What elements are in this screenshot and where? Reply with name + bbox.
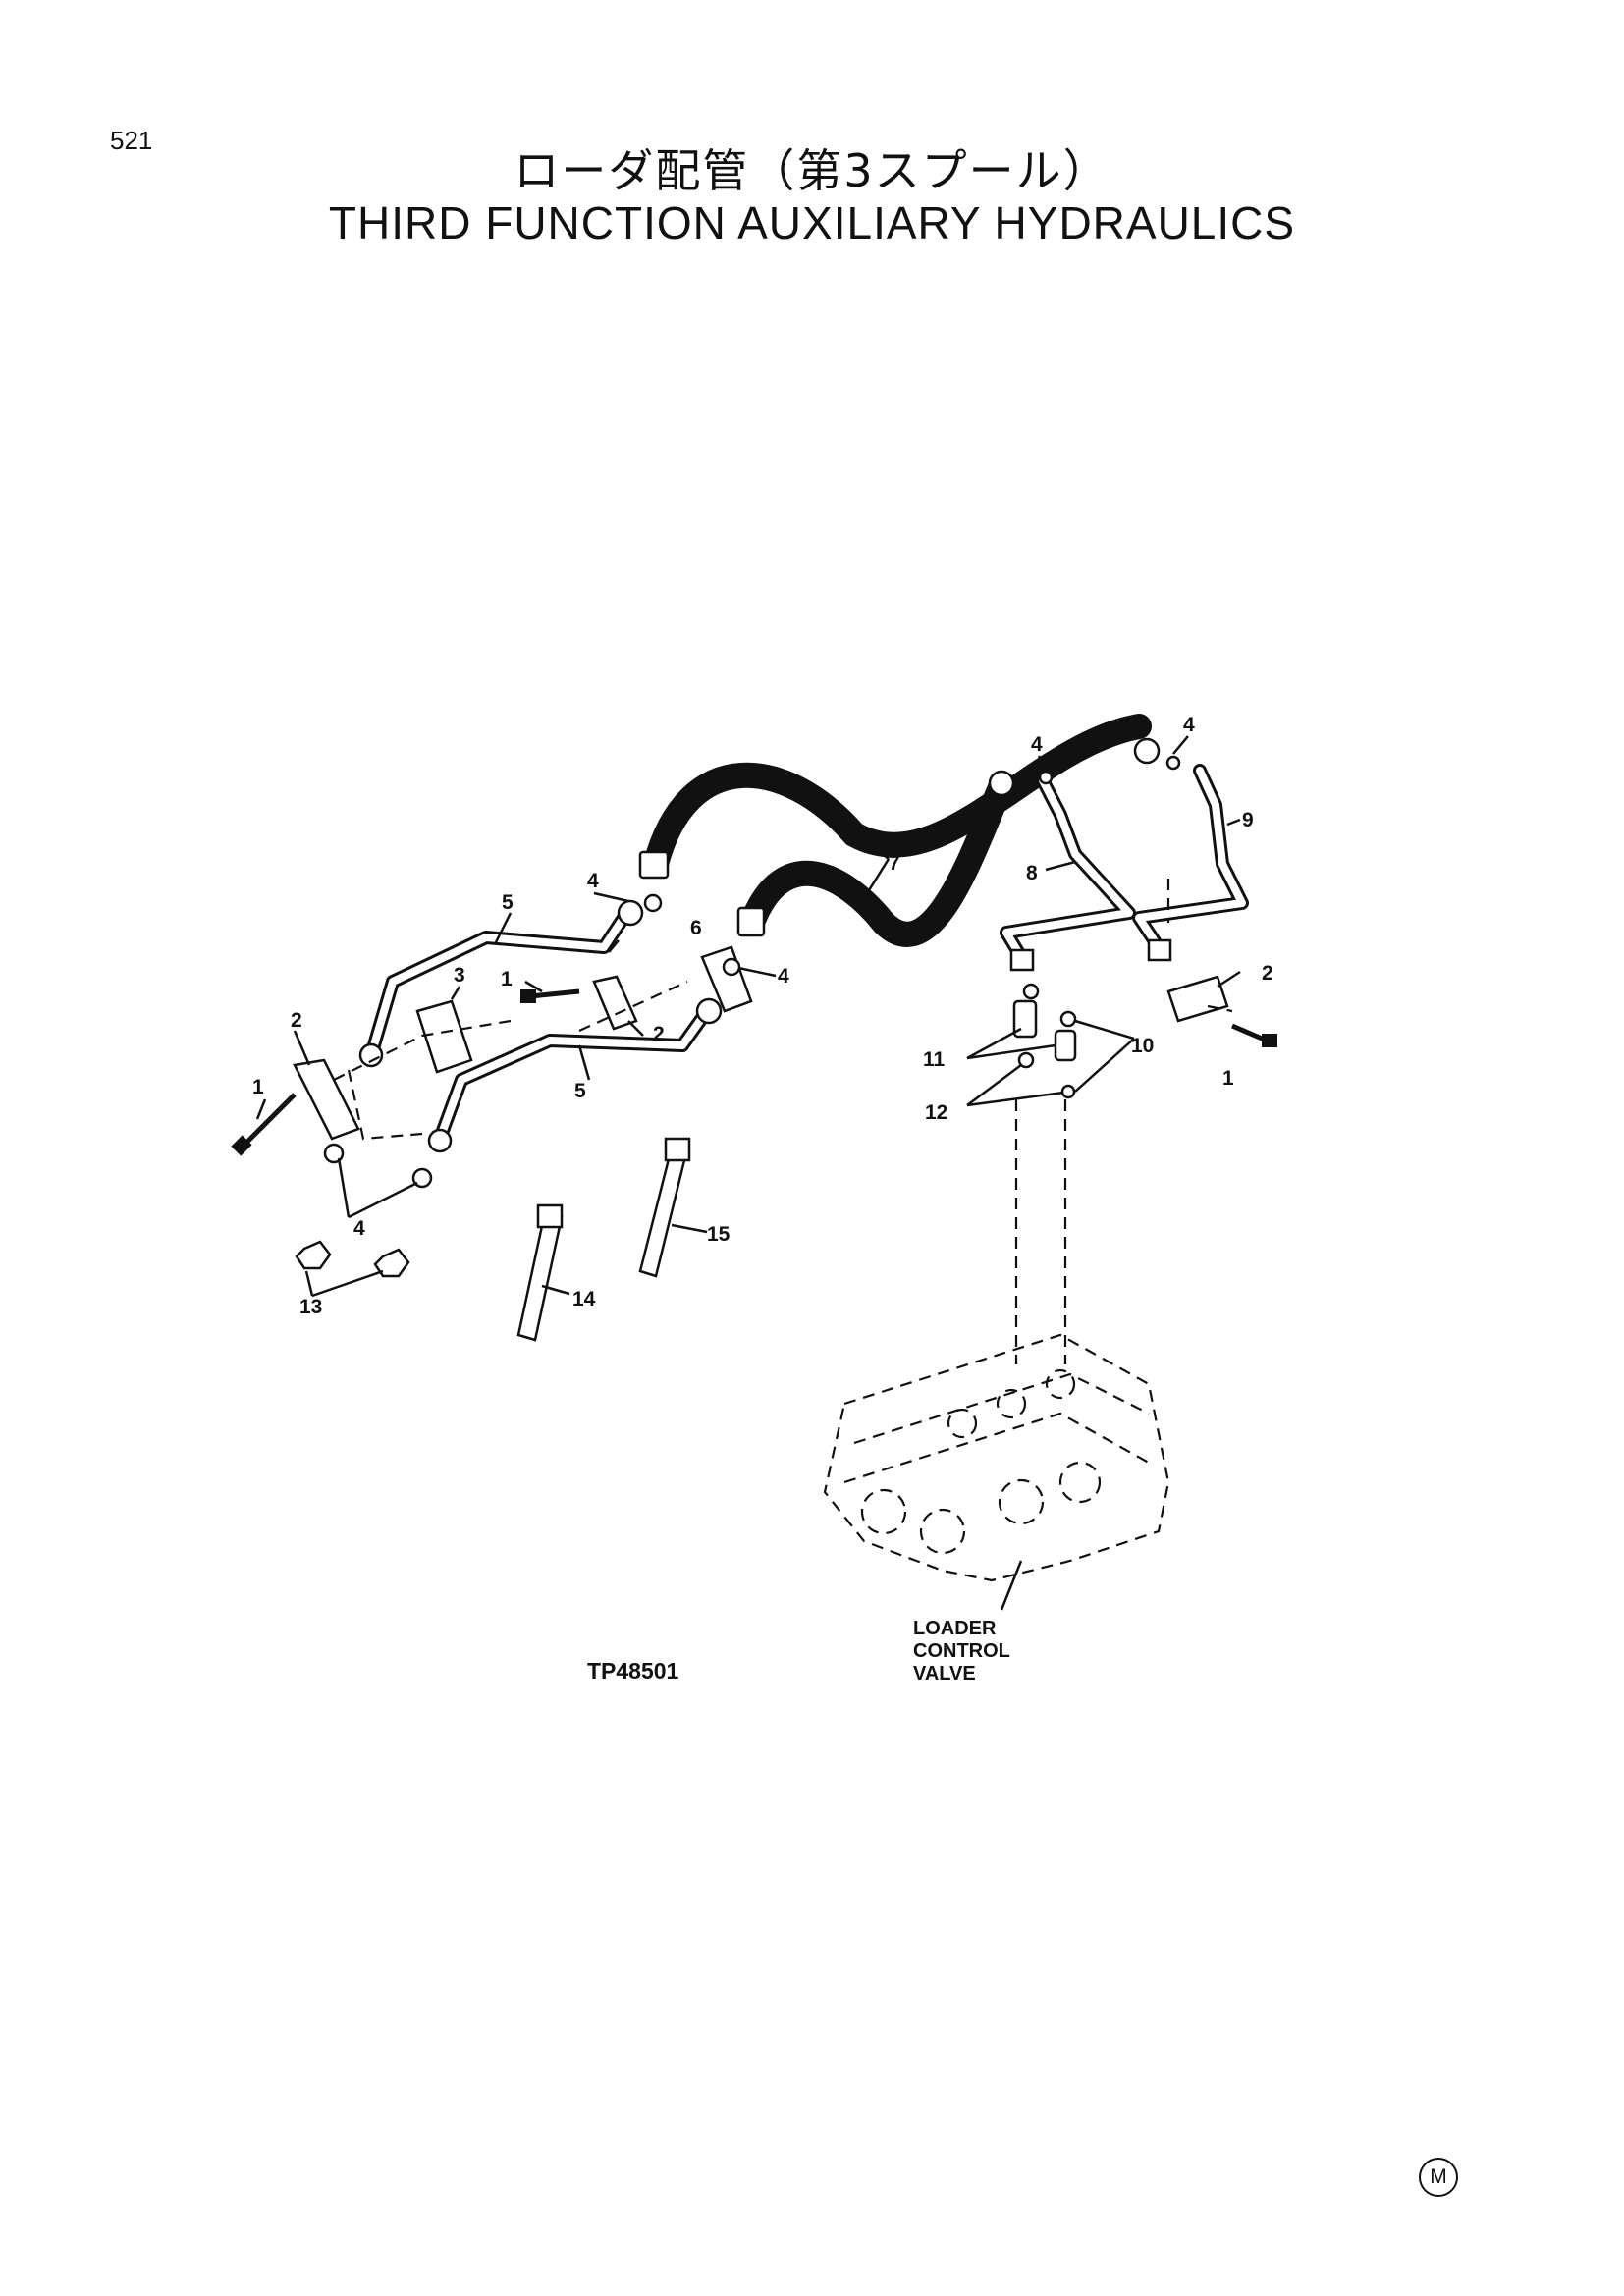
callout-12: 12 — [925, 1101, 947, 1124]
bolt-center — [520, 988, 580, 1003]
strap-14 — [516, 1203, 564, 1342]
callout-15: 15 — [707, 1223, 731, 1246]
valve-label-line: CONTROL — [913, 1640, 1010, 1662]
callout-11: 11 — [923, 1048, 946, 1071]
callout-4: 4 — [778, 965, 789, 988]
page-title-japanese: ローダ配管（第3スプール） — [514, 144, 1110, 197]
callout-9: 9 — [1242, 809, 1254, 831]
callout-8: 8 — [1026, 862, 1038, 884]
callout-3: 3 — [454, 964, 465, 987]
callout-6: 6 — [690, 917, 702, 939]
callout-5: 5 — [574, 1080, 586, 1102]
clamp-2-left — [293, 1058, 360, 1141]
circled-m-mark: M — [1419, 2158, 1458, 2197]
page-title-english: THIRD FUNCTION AUXILIARY HYDRAULICS — [328, 197, 1296, 248]
callout-4: 4 — [587, 870, 599, 892]
callout-4: 4 — [1183, 714, 1195, 736]
hose-lower — [736, 770, 1015, 947]
clamp-6 — [700, 945, 753, 1013]
leader-lines — [255, 735, 1241, 1298]
tube-upper — [358, 899, 644, 1068]
clamp-2-right — [1166, 975, 1229, 1023]
clamp-2-center — [592, 975, 638, 1031]
loader-control-valve — [823, 1333, 1170, 1611]
callout-1: 1 — [252, 1076, 264, 1098]
callout-2: 2 — [291, 1009, 302, 1032]
tube-lower — [427, 997, 723, 1153]
clamp-3 — [415, 999, 473, 1074]
callout-5: 5 — [502, 891, 514, 914]
page-number: 521 — [110, 126, 153, 155]
callout-1: 1 — [1222, 1067, 1234, 1090]
strap-15 — [638, 1137, 691, 1278]
callout-4: 4 — [1031, 733, 1043, 756]
callout-labels: 1 1 1 2 2 2 3 4 4 4 4 4 5 5 6 7 8 9 10 1… — [252, 714, 1273, 1318]
figure-code: TP48501 — [587, 1658, 679, 1683]
callout-13: 13 — [299, 1296, 322, 1318]
callout-4: 4 — [353, 1217, 365, 1240]
valve-label-line: LOADER — [913, 1618, 997, 1639]
tube-8 — [1000, 774, 1136, 972]
callout-1: 1 — [501, 968, 513, 990]
bolt-left — [231, 1093, 297, 1156]
callout-2: 2 — [653, 1023, 665, 1045]
callout-10: 10 — [1131, 1035, 1154, 1057]
callout-2: 2 — [1262, 962, 1273, 985]
callout-7: 7 — [889, 852, 900, 875]
tube-9 — [1132, 764, 1249, 962]
hose-upper — [638, 714, 1161, 880]
bolt-right — [1231, 1023, 1277, 1047]
valve-label: LOADER CONTROL VALVE — [913, 1618, 1010, 1684]
callout-14: 14 — [572, 1288, 596, 1310]
valve-label-line: VALVE — [913, 1663, 976, 1684]
